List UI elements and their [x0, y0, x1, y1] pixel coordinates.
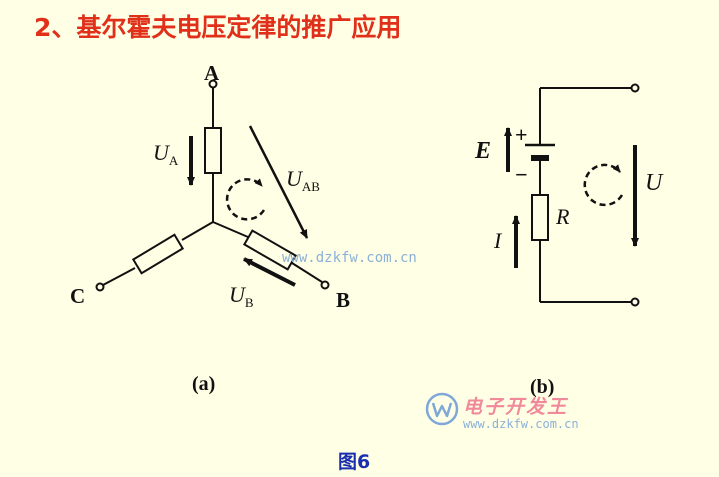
watermark-brand: 电子开发王	[463, 396, 569, 418]
resistor-b	[242, 229, 298, 271]
terminal-top	[630, 83, 640, 93]
node-b-label: B	[336, 288, 350, 312]
terminal-c	[95, 282, 105, 292]
wire-b-inner	[212, 221, 249, 238]
loop-arrow-b	[583, 163, 624, 207]
node-c-label: C	[70, 284, 85, 308]
terminal-a	[208, 79, 218, 89]
wire-c-inner	[181, 221, 214, 241]
ua-label-main: U	[153, 140, 171, 165]
loop-arrow-a	[225, 178, 266, 221]
plus-sign: +	[515, 122, 528, 147]
resistor-label: R	[555, 204, 570, 229]
minus-sign: −	[515, 162, 528, 187]
ub-arrow	[243, 257, 296, 287]
figure-caption: 图6	[338, 451, 371, 473]
uab-label-sub: AB	[302, 179, 320, 194]
uab-label-main: U	[286, 166, 304, 191]
terminal-b	[320, 280, 330, 290]
watermark-url-bottom: www.dzkfw.com.cn	[463, 417, 579, 431]
node-a-label: A	[204, 61, 220, 85]
resistor-c	[131, 233, 185, 275]
wire-c-outer	[102, 267, 136, 286]
emf-label: E	[474, 138, 491, 164]
ub-label-main: U	[229, 282, 247, 307]
uab-arrow	[248, 125, 309, 239]
wire-b-outer	[291, 262, 323, 283]
ua-label-sub: A	[169, 153, 179, 168]
watermark-url-middle: www.dzkfw.com.cn	[282, 250, 417, 266]
partial-loop-circuit	[504, 83, 640, 307]
diagram-b-label: (b)	[530, 376, 554, 398]
ub-label: UB	[229, 282, 254, 310]
star-circuit	[95, 79, 330, 292]
ua-label: UA	[153, 140, 179, 168]
ub-label-sub: B	[245, 295, 254, 310]
resistor-r	[531, 194, 549, 241]
resistor-a	[204, 127, 222, 174]
watermark-logo-icon	[425, 392, 459, 426]
slide-title: 2、基尔霍夫电压定律的推广应用	[34, 13, 402, 42]
voltage-label: U	[645, 170, 664, 196]
uab-label: UAB	[286, 166, 320, 194]
diagram-a-label: (a)	[192, 373, 215, 395]
current-label: I	[493, 228, 503, 253]
terminal-bottom	[630, 297, 640, 307]
